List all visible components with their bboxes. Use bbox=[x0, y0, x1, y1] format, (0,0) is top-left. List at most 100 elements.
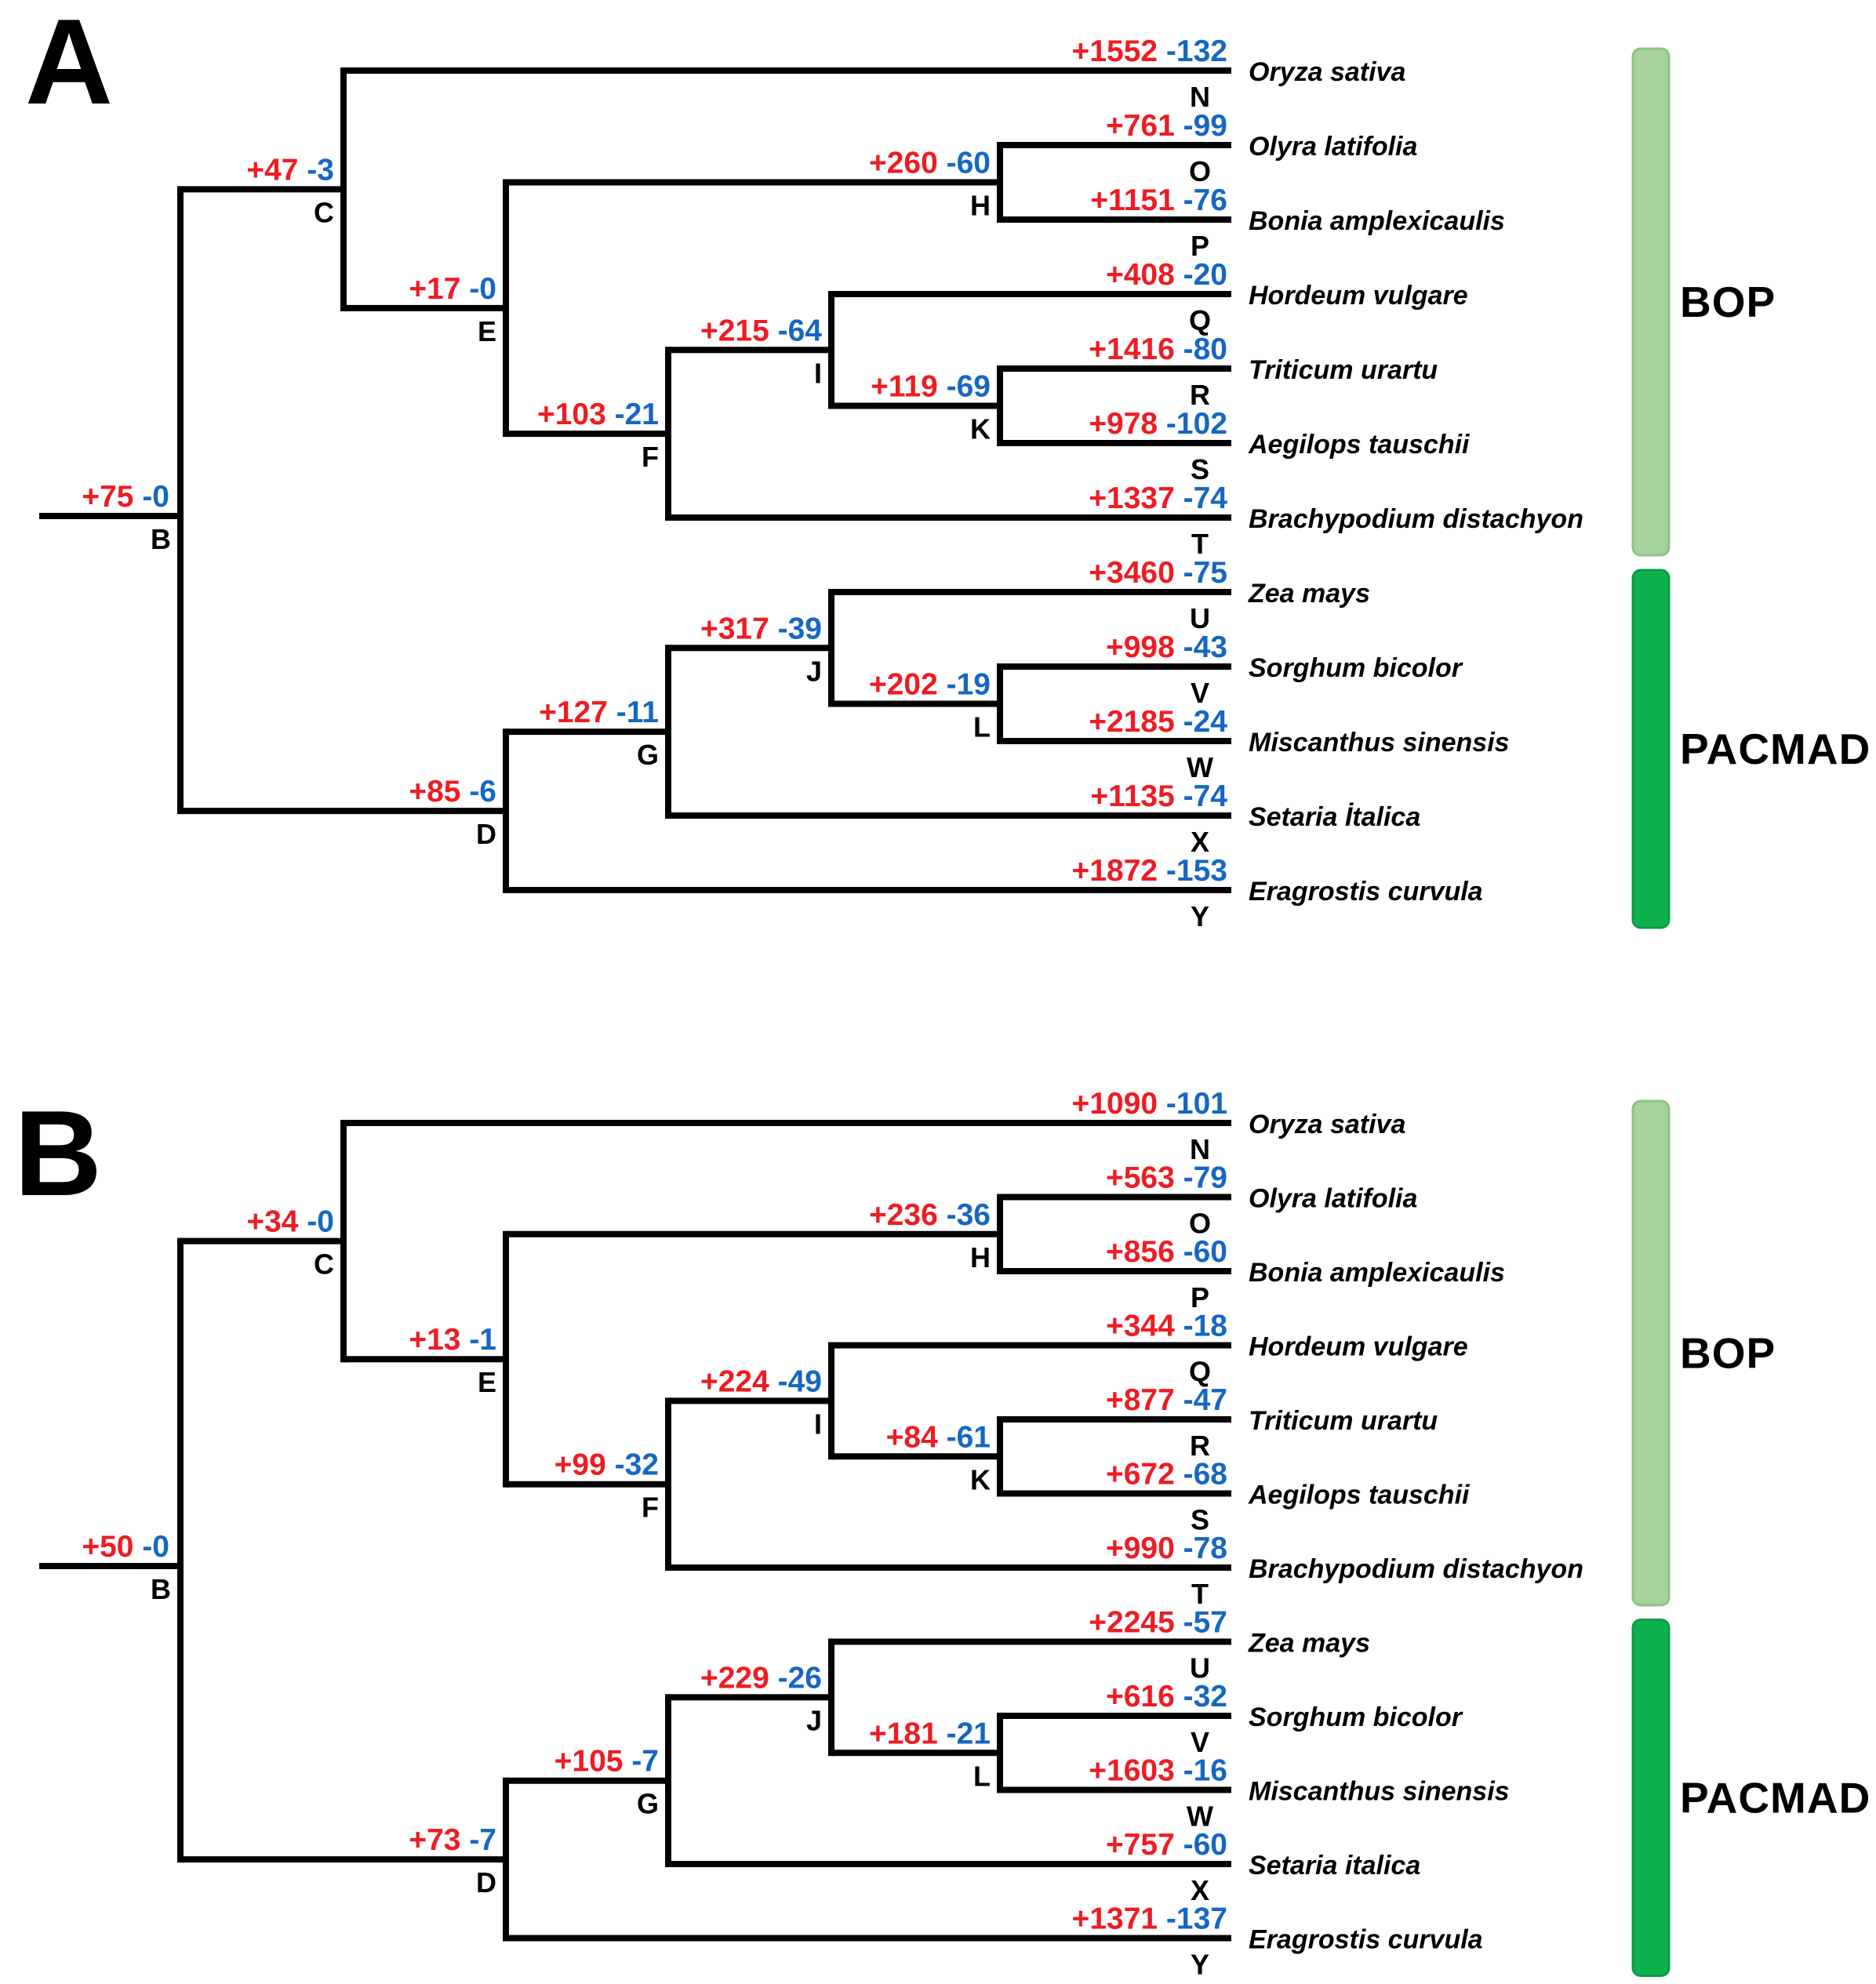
node-value-B-D: +73 -7 bbox=[409, 1823, 496, 1857]
tip-value-B-U: +2245 -57 bbox=[1089, 1606, 1227, 1640]
tip-letter-A-Y: Y bbox=[1191, 900, 1209, 932]
species-label-B-P: Bonia amplexicaulis bbox=[1249, 1258, 1505, 1288]
node-value-A-I: +215 -64 bbox=[700, 314, 822, 347]
panel-label-A: A bbox=[25, 0, 113, 129]
node-value-B-B: +50 -0 bbox=[82, 1530, 169, 1564]
clade-bar-bop bbox=[1631, 1099, 1671, 1607]
tip-value-B-V: +616 -32 bbox=[1106, 1680, 1227, 1713]
node-value-B-K: +84 -61 bbox=[886, 1420, 991, 1454]
tip-value-B-O: +563 -79 bbox=[1106, 1161, 1227, 1195]
tip-value-A-S: +978 -102 bbox=[1089, 407, 1227, 441]
node-value-B-C: +34 -0 bbox=[246, 1205, 334, 1239]
species-label-A-T: Brachypodium distachyon bbox=[1249, 504, 1583, 534]
tip-letter-B-U: U bbox=[1190, 1652, 1210, 1684]
node-letter-A-H: H bbox=[970, 190, 991, 222]
species-label-A-X: Setaria İtalica bbox=[1249, 802, 1420, 832]
tip-letter-A-P: P bbox=[1191, 230, 1209, 262]
tip-value-B-N: +1090 -101 bbox=[1072, 1087, 1227, 1121]
clade-bar-pacmad bbox=[1631, 569, 1671, 929]
species-label-A-P: Bonia amplexicaulis bbox=[1249, 206, 1505, 236]
node-letter-A-D: D bbox=[476, 818, 496, 850]
tip-letter-B-X: X bbox=[1191, 1874, 1209, 1906]
species-label-A-V: Sorghum bicolor bbox=[1249, 653, 1463, 683]
node-value-B-J: +229 -26 bbox=[700, 1661, 822, 1695]
clade-bar-pacmad bbox=[1631, 1619, 1671, 1977]
node-value-B-F: +99 -32 bbox=[554, 1448, 659, 1482]
tip-value-B-T: +990 -78 bbox=[1106, 1532, 1227, 1565]
tip-letter-A-U: U bbox=[1190, 602, 1210, 634]
node-value-A-H: +260 -60 bbox=[869, 147, 991, 180]
tip-value-A-U: +3460 -75 bbox=[1089, 556, 1227, 590]
node-letter-B-G: G bbox=[637, 1788, 659, 1820]
node-letter-A-E: E bbox=[478, 315, 496, 347]
node-letter-A-L: L bbox=[973, 711, 991, 743]
clade-label-bop: BOP bbox=[1680, 278, 1776, 326]
tip-letter-A-Q: Q bbox=[1189, 304, 1211, 336]
clade-label-pacmad: PACMAD bbox=[1680, 1774, 1871, 1822]
tip-value-A-N: +1552 -132 bbox=[1072, 35, 1227, 68]
node-letter-B-K: K bbox=[970, 1463, 991, 1495]
tip-value-B-Y: +1371 -137 bbox=[1072, 1902, 1227, 1936]
tip-letter-A-O: O bbox=[1189, 155, 1211, 187]
species-label-A-O: Olyra latifolia bbox=[1249, 132, 1417, 162]
species-label-A-R: Triticum urartu bbox=[1249, 355, 1438, 385]
node-letter-A-B: B bbox=[151, 523, 171, 555]
clade-label-bop: BOP bbox=[1680, 1329, 1776, 1378]
node-letter-B-B: B bbox=[151, 1573, 171, 1605]
species-label-B-U: Zea mays bbox=[1248, 1629, 1370, 1659]
tip-letter-B-Y: Y bbox=[1191, 1949, 1209, 1981]
node-value-B-I: +224 -49 bbox=[700, 1364, 822, 1398]
node-value-A-K: +119 -69 bbox=[871, 370, 991, 404]
tip-value-B-S: +672 -68 bbox=[1106, 1458, 1227, 1492]
species-label-B-N: Oryza sativa bbox=[1249, 1110, 1405, 1139]
species-label-A-U: Zea mays bbox=[1248, 579, 1370, 609]
node-value-A-C: +47 -3 bbox=[246, 153, 334, 187]
node-letter-B-E: E bbox=[478, 1366, 496, 1398]
node-value-A-B: +75 -0 bbox=[82, 480, 169, 514]
species-label-B-O: Olyra latifolia bbox=[1249, 1184, 1417, 1214]
clade-label-pacmad: PACMAD bbox=[1680, 725, 1871, 773]
tip-letter-A-T: T bbox=[1191, 528, 1209, 560]
species-label-B-R: Triticum urartu bbox=[1249, 1406, 1438, 1436]
species-label-B-S: Aegilops tauschii bbox=[1248, 1481, 1471, 1510]
node-value-A-F: +103 -21 bbox=[537, 398, 659, 431]
tip-value-B-R: +877 -47 bbox=[1106, 1383, 1227, 1417]
node-letter-B-C: C bbox=[314, 1248, 334, 1281]
tip-letter-A-R: R bbox=[1190, 379, 1210, 411]
tip-value-A-R: +1416 -80 bbox=[1089, 332, 1227, 366]
node-value-A-J: +317 -39 bbox=[700, 612, 822, 645]
node-letter-A-I: I bbox=[814, 357, 822, 389]
species-label-B-V: Sorghum bicolor bbox=[1249, 1702, 1463, 1732]
clade-bar-bop bbox=[1631, 47, 1671, 557]
species-label-A-Q: Hordeum vulgare bbox=[1249, 281, 1468, 311]
tip-letter-A-X: X bbox=[1191, 826, 1209, 858]
node-letter-B-L: L bbox=[973, 1760, 991, 1792]
tip-letter-B-W: W bbox=[1187, 1800, 1213, 1833]
node-letter-A-F: F bbox=[642, 441, 659, 473]
node-value-B-E: +13 -1 bbox=[409, 1323, 496, 1357]
tip-value-B-X: +757 -60 bbox=[1106, 1828, 1227, 1862]
node-letter-B-D: D bbox=[476, 1866, 496, 1899]
node-value-B-H: +236 -36 bbox=[869, 1198, 991, 1232]
tip-value-A-O: +761 -99 bbox=[1106, 109, 1227, 143]
panel-label-B: B bbox=[14, 1085, 102, 1221]
tip-value-A-T: +1337 -74 bbox=[1089, 481, 1227, 515]
tip-value-A-Y: +1872 -153 bbox=[1072, 854, 1227, 888]
species-label-B-W: Miscanthus sinensis bbox=[1249, 1777, 1510, 1807]
tip-value-B-W: +1603 -16 bbox=[1089, 1754, 1227, 1788]
tip-value-A-V: +998 -43 bbox=[1106, 630, 1227, 664]
species-label-A-N: Oryza sativa bbox=[1249, 57, 1405, 87]
species-label-A-Y: Eragrostis curvula bbox=[1249, 877, 1483, 907]
node-letter-A-G: G bbox=[637, 739, 659, 771]
tip-letter-A-W: W bbox=[1187, 751, 1213, 783]
tip-value-B-P: +856 -60 bbox=[1106, 1235, 1227, 1269]
node-letter-A-K: K bbox=[970, 413, 991, 445]
node-value-A-L: +202 -19 bbox=[869, 668, 991, 702]
node-letter-A-C: C bbox=[314, 196, 334, 228]
tip-value-A-Q: +408 -20 bbox=[1106, 258, 1227, 292]
tip-value-B-Q: +344 -18 bbox=[1106, 1310, 1227, 1343]
